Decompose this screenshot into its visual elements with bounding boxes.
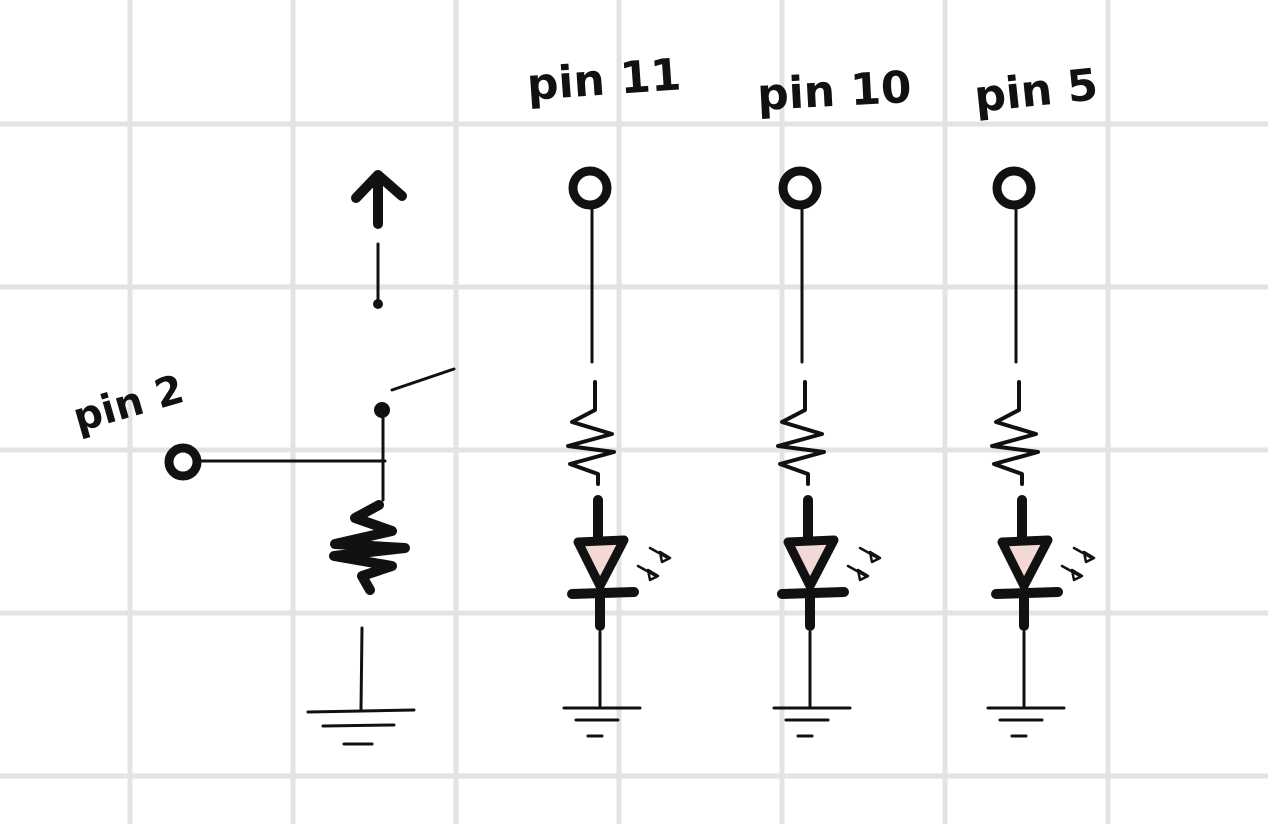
current-limit-resistor [566,380,616,486]
current-limit-resistor [776,380,826,486]
led-pin-label: pin 10 [756,62,913,121]
current-limit-resistor [990,380,1040,486]
pulldown-resistor [329,500,410,595]
switch-lever [390,367,456,392]
ground-symbol-icon [562,706,642,738]
light-emission-arrows-icon [636,546,672,582]
led-pin-terminal [568,166,612,210]
switch-upper-contact [373,299,383,309]
led-circuits: pin 11 pin 10 pin 5 [525,49,1100,738]
led-pin-label: pin 5 [972,59,1100,123]
led-pin-terminal [778,166,822,210]
led-branch-1: pin 11 [525,49,683,738]
led-pin-label: pin 11 [525,49,683,111]
button-ground-icon [306,708,416,746]
light-emission-arrows-icon [846,546,882,582]
led-pin-terminal [992,166,1036,210]
led-branch-2: pin 10 [756,62,913,738]
led-diode [997,535,1053,591]
light-emission-arrows-icon [1060,546,1096,582]
led-diode [573,535,629,591]
pin-2-terminal [164,443,202,481]
led-diode [783,535,839,591]
vcc-arrow-icon [351,170,407,229]
button-circuit: pin 2 [68,170,456,746]
button-ground-wire [359,626,364,712]
ground-symbol-icon [772,706,852,738]
led-branch-3: pin 5 [972,59,1100,738]
switch-lower-contact [374,402,390,418]
ground-symbol-icon [986,706,1066,738]
